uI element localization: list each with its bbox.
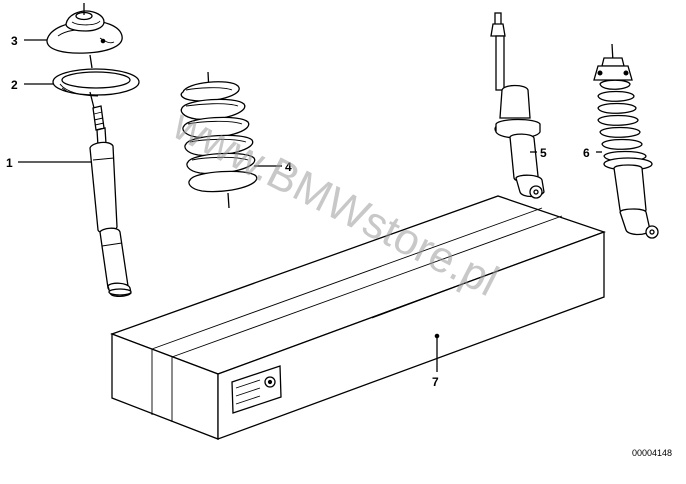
rear-shock-absorber-part-5[interactable] [490,12,545,199]
callout-7[interactable]: 7 [432,375,439,389]
callout-5[interactable]: 5 [540,146,547,160]
callout-1[interactable]: 1 [6,156,13,170]
callout-6[interactable]: 6 [583,146,590,160]
shock-absorber-part-1[interactable] [89,54,132,298]
diagram-reference-number: 00004148 [632,448,672,458]
callout-4[interactable]: 4 [285,160,292,174]
callout-3[interactable]: 3 [11,34,18,48]
leader-lines [18,39,602,372]
spring-seat-part-2[interactable] [52,68,140,97]
strut-assembly-part-6[interactable] [593,43,659,239]
callout-2[interactable]: 2 [11,78,18,92]
strut-mount-part-3[interactable] [46,3,123,54]
coil-spring-part-4[interactable] [180,71,258,209]
box-kit-part-7[interactable] [110,195,606,440]
